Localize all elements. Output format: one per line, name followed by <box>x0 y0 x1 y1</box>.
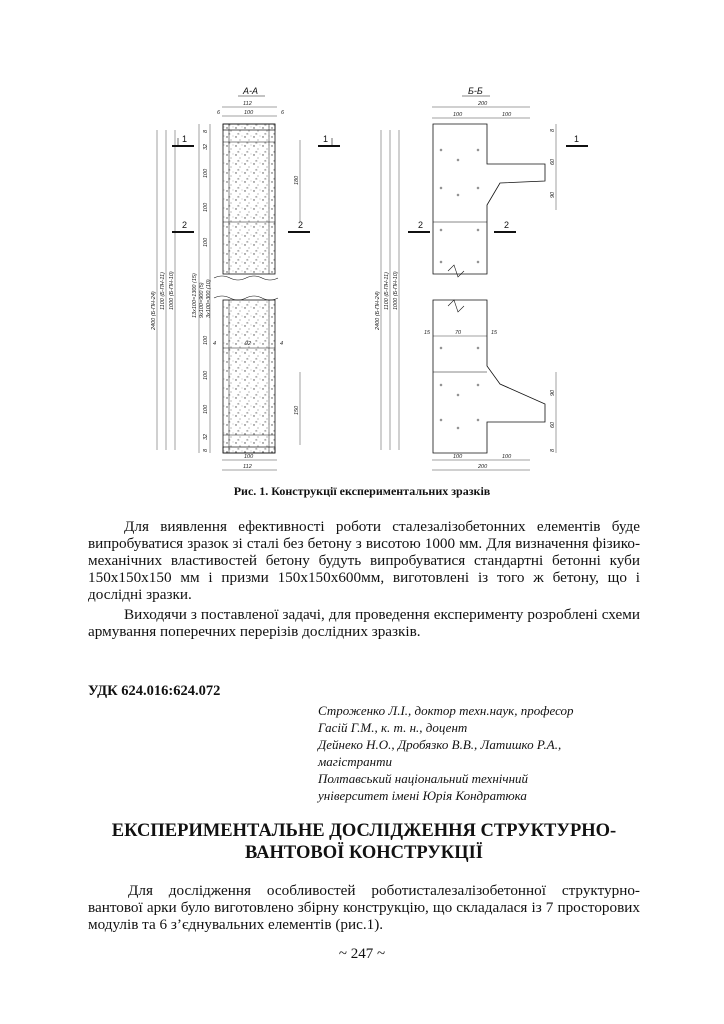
author-line: Строженко Л.І., доктор техн.наук, профес… <box>318 703 574 718</box>
paragraph-1: Для виявлення ефективності роботи сталез… <box>88 518 640 603</box>
dim-b-width-bottom: 200 <box>477 464 488 470</box>
dim-100-6: 100 <box>203 404 209 414</box>
dim-8-top: 8 <box>203 129 209 133</box>
cutb2-left: 2 <box>418 220 423 230</box>
height-a-1: 2400 (Б-ПН-24) <box>151 291 157 331</box>
dim-series-1: 13x100=1300 (15) <box>192 273 198 318</box>
cut2-right: 2 <box>298 220 303 230</box>
dim-100-1: 100 <box>203 168 209 178</box>
dim-a-inner-top: 100 <box>244 110 254 116</box>
height-b-1: 2400 (Б-ПН-24) <box>375 291 381 331</box>
dim-b-60-bottom: 60 <box>550 421 556 428</box>
svg-text:4: 4 <box>213 341 216 347</box>
plate-b-upper <box>432 123 546 275</box>
cut1-left: 1 <box>182 134 187 144</box>
dim-b-60-top: 60 <box>550 158 556 165</box>
dim-100-2: 100 <box>203 202 209 212</box>
dim-b-half-right: 100 <box>502 112 512 118</box>
cutb2-right: 2 <box>504 220 509 230</box>
height-b-3: 1000 (Б-ПН-10) <box>393 271 399 310</box>
author-line: Гасій Г.М., к. т. н., доцент <box>318 720 468 735</box>
cutb1-right: 1 <box>574 134 579 144</box>
dim-b-bottom-right: 100 <box>502 454 512 460</box>
dim-a-150: 150 <box>294 405 300 415</box>
technical-drawing: А-А 112 100 6 6 92 4 4 100 112 8 32 100 … <box>151 86 588 471</box>
dim-b-15-right: 15 <box>491 330 498 336</box>
author-line: магістранти <box>318 754 392 769</box>
dim-8-bottom: 8 <box>203 448 209 452</box>
svg-text:8: 8 <box>550 128 556 132</box>
udk-code: УДК 624.016:624.072 <box>88 683 221 699</box>
dim-32-bottom: 32 <box>203 434 209 440</box>
dim-32-top: 32 <box>203 144 209 150</box>
section-b-label: Б-Б <box>468 86 483 96</box>
column-a-lower <box>222 299 276 454</box>
dim-100-3: 100 <box>203 237 209 247</box>
height-a-2: 1100 (Б-ПН-11) <box>160 272 166 310</box>
dim-100-4: 100 <box>203 335 209 345</box>
dim-series-3: 3x100=300 (10) <box>206 279 212 318</box>
cut1-right: 1 <box>323 134 328 144</box>
height-b-2: 1100 (Б-ПН-11) <box>384 272 390 310</box>
dim-b-90-top: 90 <box>550 191 556 198</box>
dim-b-15-left: 15 <box>424 330 431 336</box>
height-a-3: 1000 (Б-ПН-10) <box>169 271 175 310</box>
dim-b-half-left: 100 <box>453 112 463 118</box>
dim-a-180: 180 <box>294 175 300 185</box>
paragraph-2: Виходячи з поставленої задачі, для прове… <box>88 606 640 640</box>
cut2-left: 2 <box>182 220 187 230</box>
svg-text:8: 8 <box>550 448 556 452</box>
dim-b-bottom-left: 100 <box>453 454 463 460</box>
author-line: університет імені Юрія Кондратюка <box>318 788 527 803</box>
figure-caption: Рис. 1. Конструкції експериментальних зр… <box>233 484 491 498</box>
dim-a-width-bottom: 112 <box>243 464 252 470</box>
dim-a-edge-left: 6 <box>217 110 221 116</box>
dim-a-width-top: 112 <box>243 101 252 107</box>
article-title: ЕКСПЕРИМЕНТАЛЬНЕ ДОСЛІДЖЕННЯ СТРУКТУРНО-… <box>111 821 617 863</box>
svg-text:4: 4 <box>280 341 283 347</box>
plate-b-lower <box>432 299 546 454</box>
dim-a-edge-right: 6 <box>281 110 285 116</box>
dim-100-5: 100 <box>203 370 209 380</box>
author-line: Дейнеко Н.О., Дробязко В.В., Латишко Р.А… <box>318 737 562 752</box>
dim-a-inner-bottom: 100 <box>244 454 254 460</box>
dim-b-70: 70 <box>455 330 462 336</box>
page-number: ~ 247 ~ <box>338 946 386 962</box>
paragraph-3: Для дослідження особливостей роботистале… <box>88 882 640 933</box>
authors-block: Строженко Л.І., доктор техн.наук, профес… <box>318 702 638 804</box>
dim-b-width-top: 200 <box>477 101 488 107</box>
dim-b-90-bottom: 90 <box>550 389 556 396</box>
author-line: Полтавський національний технічний <box>318 771 529 786</box>
dim-series-2: 9x100=900 (5) <box>199 282 205 318</box>
dim-a-92: 92 <box>245 341 251 347</box>
column-a-upper <box>222 123 276 275</box>
section-a-label: А-А <box>242 86 258 96</box>
